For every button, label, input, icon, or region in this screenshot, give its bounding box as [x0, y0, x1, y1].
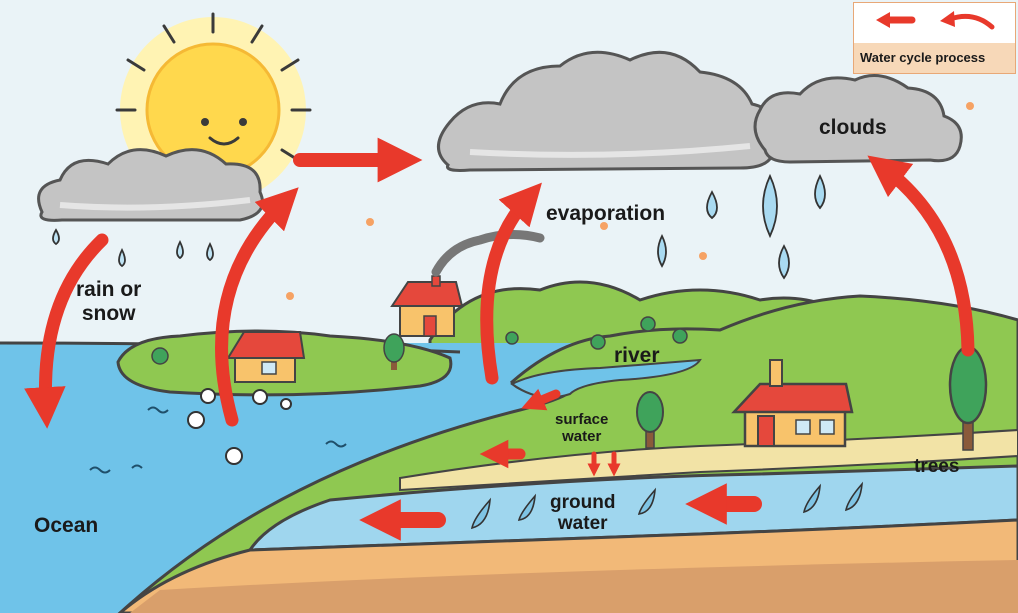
bushes — [151, 316, 688, 365]
label-ground-water: ground water — [550, 492, 616, 535]
label-river: river — [614, 344, 660, 367]
waves — [89, 406, 347, 474]
river-shape — [510, 358, 702, 399]
label-evaporation: evaporation — [546, 202, 666, 225]
arrow-rain-to-ocean — [24, 233, 109, 429]
cloud-left-highlight — [59, 197, 251, 211]
label-clouds: clouds — [819, 116, 887, 139]
house-hill — [390, 230, 545, 337]
legend-label: Water cycle process — [860, 50, 986, 65]
tree-tall — [948, 345, 988, 451]
legend: Water cycle process — [853, 2, 1016, 74]
arrow-trees-to-clouds — [867, 155, 975, 357]
process-arrows — [24, 137, 975, 541]
label-ocean: Ocean — [34, 514, 99, 537]
cloud-right — [753, 74, 963, 164]
house-main — [731, 359, 854, 448]
house-left-island — [226, 331, 306, 383]
label-surface-water: surface water — [555, 411, 609, 445]
tree-small — [636, 391, 664, 449]
arrow-evaporation — [480, 182, 542, 385]
legend-icons-area — [854, 3, 1015, 43]
deep-soil — [130, 560, 1018, 613]
cloud-middle-highlight — [469, 143, 751, 158]
label-rain-or-snow: rain or snow — [76, 278, 142, 325]
arrow-river-flow — [521, 388, 561, 411]
bubbles — [187, 388, 292, 465]
legend-arrows-icon — [876, 11, 995, 30]
raindrops-right — [657, 173, 826, 280]
arrow-ocean-evaporation-left — [215, 187, 299, 427]
cloud-middle — [437, 50, 776, 172]
tree-island — [383, 333, 405, 370]
sandy-layer — [399, 428, 1018, 492]
raindrops-left — [52, 228, 214, 268]
label-trees: trees — [914, 456, 960, 477]
ground-water-drops — [470, 481, 864, 530]
